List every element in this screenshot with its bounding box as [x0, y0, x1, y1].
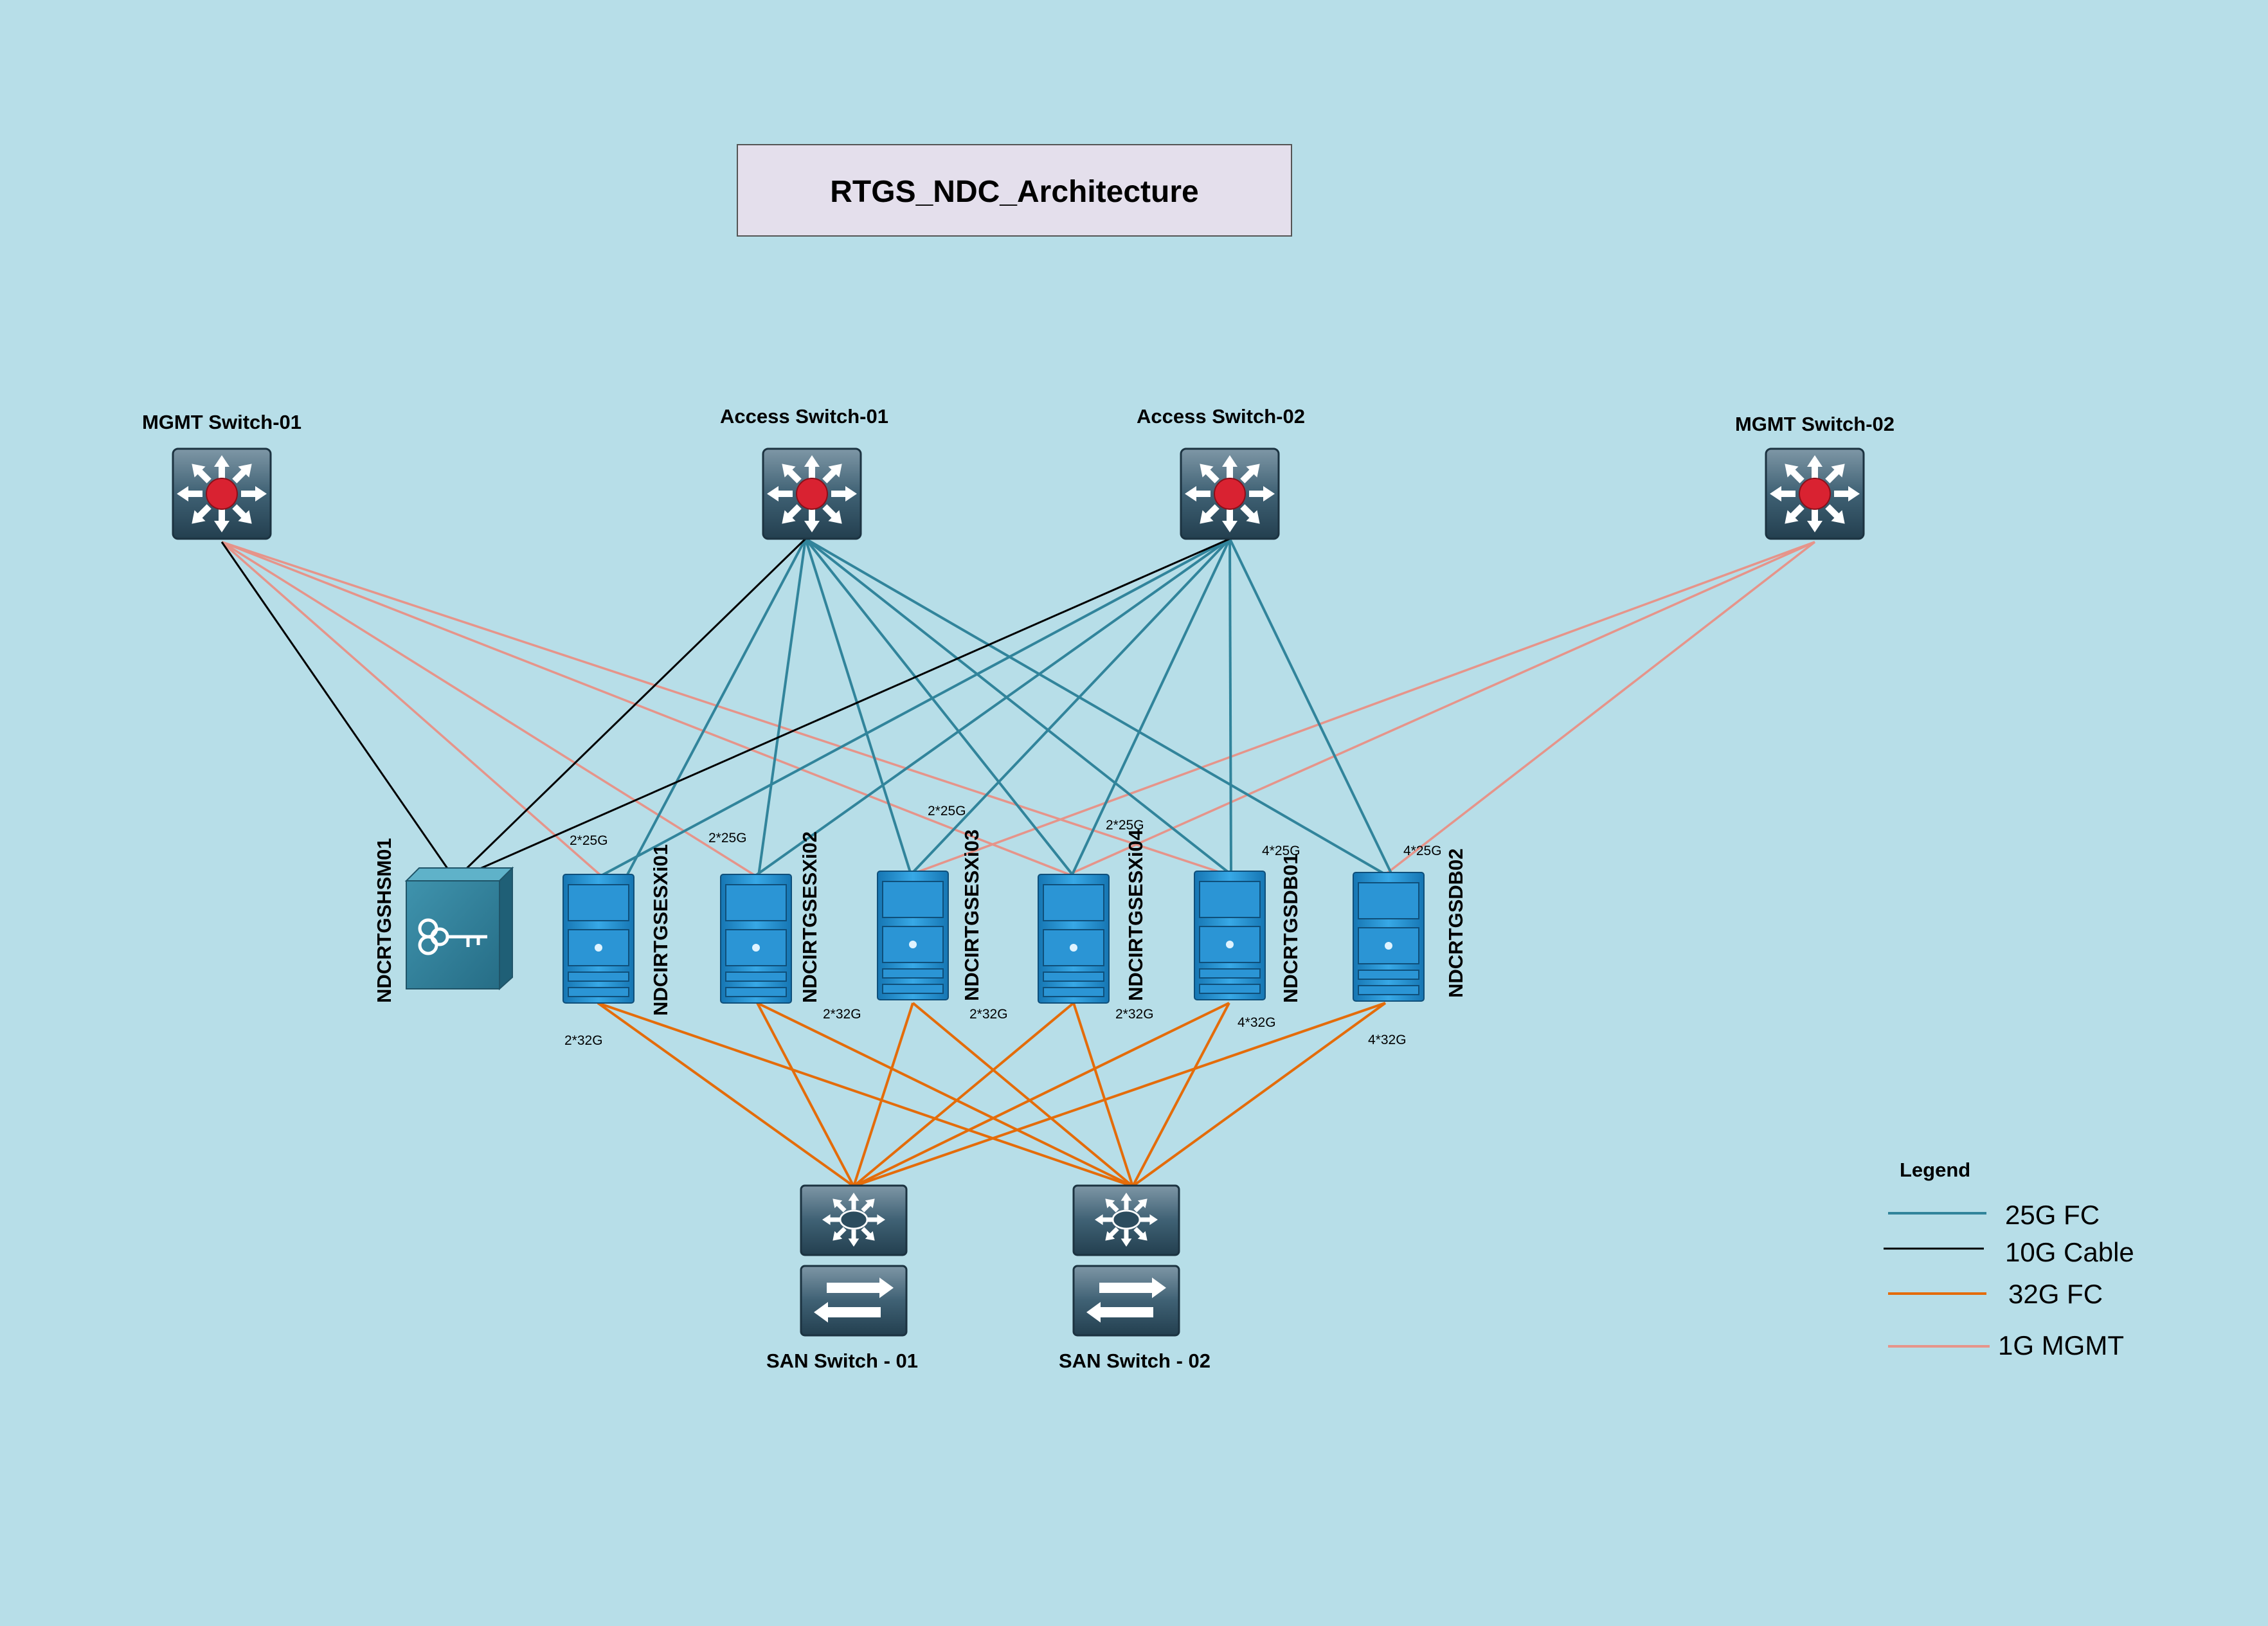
- fc32-link: [1072, 1002, 1134, 1187]
- fc25-link: [626, 538, 807, 876]
- mgmt-switch-02-label: MGMT Switch-02: [1735, 413, 1895, 435]
- mgmt-link: [221, 541, 756, 877]
- san-switch-02[interactable]: [1072, 1184, 1180, 1337]
- legend-title: Legend: [1900, 1159, 1970, 1181]
- access-switch-02[interactable]: [1180, 447, 1280, 540]
- san-switch-01-label: SAN Switch - 01: [766, 1350, 918, 1372]
- fc32-link: [1131, 1002, 1387, 1188]
- fc32-link: [853, 1002, 1230, 1188]
- mgmt-link: [221, 541, 1070, 876]
- mgmt-link: [1068, 541, 1815, 876]
- access-switch-02-label: Access Switch-02: [1137, 405, 1305, 428]
- mgmt-switch-01-label: MGMT Switch-01: [142, 411, 302, 433]
- fc25-link: [804, 537, 1074, 876]
- mgmt-link: [1384, 541, 1816, 876]
- fc32-link: [1131, 1002, 1230, 1187]
- links-mgmt-1g: [221, 541, 1816, 877]
- power-icon: [1385, 942, 1392, 950]
- power-icon: [595, 944, 602, 952]
- power-icon: [752, 944, 760, 952]
- san-switch-01[interactable]: [800, 1184, 908, 1337]
- server-esxi02-label: NDCIRTGSESXi02: [798, 831, 821, 1003]
- san-switch-02-label: SAN Switch - 02: [1059, 1350, 1210, 1372]
- link-label: 2*25G: [570, 833, 608, 848]
- fc32-link: [597, 1002, 855, 1188]
- fc32-link: [853, 1002, 1386, 1188]
- access-switch-01[interactable]: [762, 447, 862, 540]
- link-label: 2*25G: [708, 831, 747, 845]
- fc32-link: [757, 1002, 1133, 1188]
- fc25-link: [1228, 538, 1232, 875]
- link-label: 2*32G: [969, 1007, 1008, 1022]
- server-db02[interactable]: [1353, 872, 1425, 1002]
- fc32-link: [597, 1002, 1133, 1188]
- server-esxi01-label: NDCIRTGSESXi01: [649, 844, 672, 1016]
- link-label: 4*25G: [1262, 844, 1300, 858]
- fc32-link: [756, 1002, 855, 1187]
- server-db01[interactable]: [1194, 871, 1266, 1000]
- fc25-link: [804, 537, 1232, 876]
- legend: Legend 25G FC 10G Cable 32G FC 1G MGMT: [1884, 1159, 2134, 1360]
- fc25-link: [804, 537, 1387, 876]
- mgmt-link: [221, 541, 1227, 876]
- hsm-label: NDCRTGSHSM01: [373, 838, 395, 1003]
- server-esxi03[interactable]: [877, 871, 949, 1000]
- fc32-link: [852, 1002, 1075, 1188]
- fc25-link: [757, 538, 807, 876]
- links-10g-cable: [221, 537, 1230, 881]
- server-db02-label: NDCRTGSDB02: [1444, 848, 1467, 998]
- server-esxi03-label: NDCIRTGSESXi03: [960, 829, 983, 1001]
- swap-arrows-icon: [1086, 1278, 1166, 1323]
- fc25-link: [1071, 538, 1231, 875]
- fabric-icon: [1095, 1193, 1158, 1247]
- cable10g-link: [221, 541, 456, 880]
- link-label: 2*32G: [823, 1007, 861, 1022]
- mgmt-link: [221, 541, 602, 877]
- fc25-link: [910, 537, 1231, 876]
- link-label: 4*25G: [1403, 844, 1442, 858]
- server-esxi02[interactable]: [720, 874, 792, 1004]
- power-icon: [1070, 944, 1077, 952]
- mgmt-switch-02[interactable]: [1765, 447, 1865, 540]
- legend-label-32g: 32G FC: [2008, 1279, 2103, 1309]
- server-esxi01[interactable]: [562, 874, 634, 1004]
- fc25-link: [804, 538, 912, 875]
- link-label: 2*32G: [1115, 1007, 1154, 1022]
- fc25-link: [600, 537, 1230, 877]
- legend-label-1g: 1G MGMT: [1998, 1330, 2124, 1360]
- server-db01-label: NDCRTGSDB01: [1279, 853, 1302, 1003]
- server-esxi04[interactable]: [1038, 874, 1110, 1004]
- cable10g-link: [454, 537, 807, 881]
- fc25-link: [754, 537, 1231, 877]
- mgmt-link: [910, 541, 1815, 876]
- hsm-device[interactable]: [404, 866, 514, 991]
- swap-arrows-icon: [814, 1278, 894, 1323]
- key-icon: [418, 918, 487, 955]
- diagram-title: RTGS_NDC_Architecture: [830, 175, 1198, 209]
- mgmt-switch-01[interactable]: [172, 447, 272, 540]
- cable10g-link: [455, 537, 1230, 881]
- power-icon: [1226, 941, 1234, 948]
- title-box: RTGS_NDC_Architecture: [737, 144, 1292, 237]
- fc32-link: [912, 1002, 1134, 1188]
- link-label: 2*32G: [564, 1033, 603, 1048]
- server-esxi04-label: NDCIRTGSESXi04: [1124, 829, 1147, 1001]
- links-32g-fc: [597, 1002, 1387, 1188]
- links-25g-fc: [600, 537, 1393, 877]
- access-switch-01-label: Access Switch-01: [720, 405, 888, 428]
- legend-label-25g: 25G FC: [2005, 1200, 2100, 1230]
- fabric-icon: [822, 1193, 885, 1247]
- link-label: 2*25G: [928, 804, 966, 818]
- link-label: 2*25G: [1106, 818, 1144, 833]
- power-icon: [909, 941, 917, 948]
- link-label: 4*32G: [1368, 1033, 1407, 1047]
- fc25-link: [1228, 538, 1393, 875]
- fc32-link: [852, 1002, 914, 1187]
- link-label: 4*32G: [1238, 1015, 1276, 1030]
- legend-label-10g: 10G Cable: [2005, 1237, 2134, 1267]
